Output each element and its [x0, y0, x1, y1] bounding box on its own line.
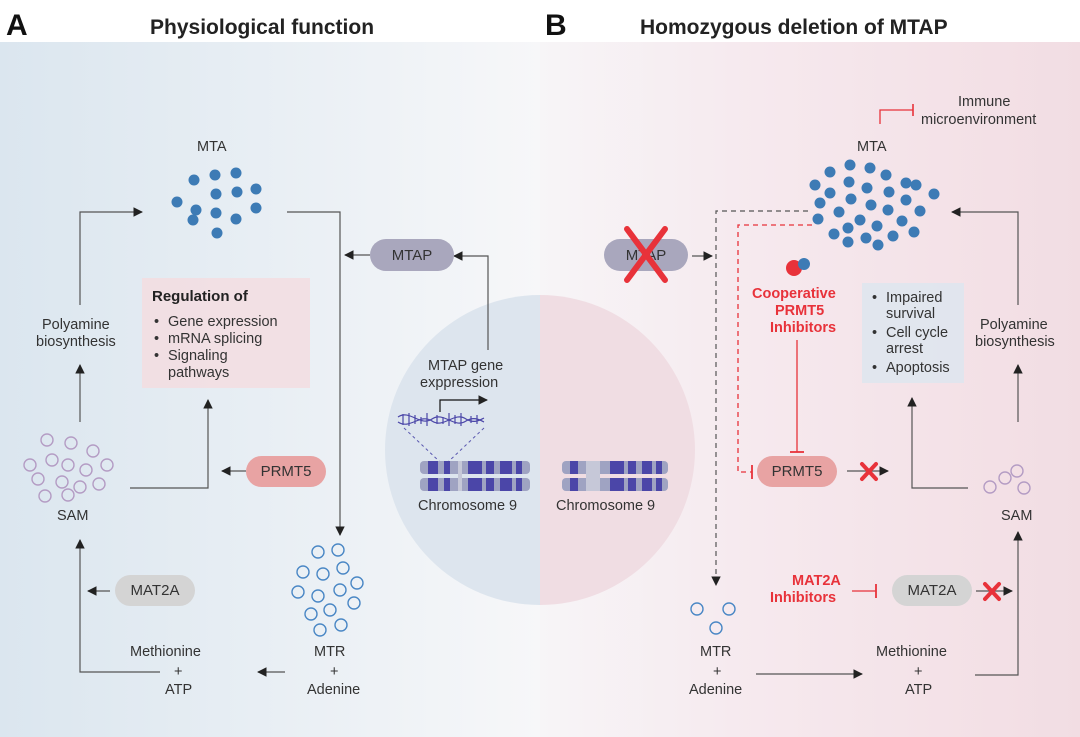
regulation-bullet-1: •	[154, 314, 159, 330]
mat2a-enzyme-a	[115, 575, 195, 606]
polyamine-label-b-1: Polyamine	[980, 317, 1048, 333]
regulation-item-2: mRNA splicing	[168, 331, 262, 347]
red-dashed-mta-inhibits-prmt5	[737, 224, 812, 473]
regulation-box	[142, 278, 310, 388]
gene-expression-label-2: exppression	[420, 375, 498, 391]
effects-item-4: arrest	[886, 341, 923, 357]
sam-cluster-a	[23, 433, 114, 503]
arrow-methionine-to-sam-b	[975, 531, 1023, 676]
effects-item-3: Cell cycle	[886, 325, 948, 341]
arrow-sam-to-regulation	[130, 399, 213, 489]
prmt5-enzyme-b	[757, 456, 837, 487]
mtr-cluster-b	[690, 602, 736, 635]
methionine-label-a: Methionine	[130, 644, 201, 660]
mta-label-a: MTA	[197, 139, 227, 155]
arrow-polyamine-to-mta-b	[951, 207, 1019, 305]
prmt5-label-b: PRMT5	[772, 463, 823, 480]
mtr-label-b: MTR	[700, 644, 731, 660]
effects-item-2: survival	[886, 306, 935, 322]
gene-zoom-lines	[403, 427, 485, 463]
regulation-title: Regulation of	[152, 288, 249, 305]
plus-b-1: +	[713, 664, 721, 680]
mat2a-label-b: MAT2A	[908, 582, 957, 599]
deletion-cross-icon	[624, 226, 668, 283]
atp-label-a: ATP	[165, 682, 192, 698]
arrow-mta-to-mtr-a	[287, 211, 345, 536]
atp-label-b: ATP	[905, 682, 932, 698]
adenine-label-b: Adenine	[689, 682, 742, 698]
mtap-enzyme-a	[370, 239, 454, 271]
regulation-item-4: pathways	[168, 365, 229, 381]
mta-label-b: MTA	[857, 139, 887, 155]
effects-item-1: Impaired	[886, 290, 942, 306]
coop-inhibitor-label-3: Inhibitors	[770, 320, 836, 336]
arrow-methionine-to-sam-a	[75, 539, 160, 673]
mat2a-inhibitor-label-2: Inhibitors	[770, 590, 836, 606]
regulation-bullet-3: •	[154, 348, 159, 364]
panel-b-letter: B	[545, 9, 567, 42]
effects-bullet-3: •	[872, 360, 877, 376]
arrow-sam-to-effects-b	[907, 397, 968, 489]
adenine-label-a: Adenine	[307, 682, 360, 698]
effects-bullet-1: •	[872, 290, 877, 306]
sam-label-a: SAM	[57, 508, 88, 524]
prmt5-label-a: PRMT5	[261, 463, 312, 480]
coop-inhibitor-label-1: Cooperative	[752, 286, 836, 302]
regulation-bullet-2: •	[154, 331, 159, 347]
arrow-gene-to-mtap	[453, 251, 489, 350]
dashed-arrow-mta-to-mtr-b	[711, 210, 808, 586]
mtap-label-a: MTAP	[392, 247, 433, 264]
plus-a-1: +	[174, 664, 182, 680]
chromosome-label-left: Chromosome 9	[418, 498, 517, 514]
title-bar	[0, 0, 1080, 42]
inhibitor-molecule-icon	[786, 258, 810, 276]
prmt5-block-cross-icon	[860, 462, 878, 481]
polyamine-label-a-2: biosynthesis	[36, 334, 116, 350]
chromosome-9-right	[562, 461, 668, 491]
immune-label-2: microenvironment	[921, 112, 1036, 128]
mtr-label-a: MTR	[314, 644, 345, 660]
polyamine-label-b-2: biosynthesis	[975, 334, 1055, 350]
mat2a-block-cross-icon	[983, 582, 1001, 601]
polyamine-label-a-1: Polyamine	[42, 317, 110, 333]
gene-expression-label-1: MTAP gene	[428, 358, 503, 374]
regulation-item-1: Gene expression	[168, 314, 278, 330]
immune-inhibition-line	[879, 109, 913, 124]
mat2a-inhibitor-label-1: MAT2A	[792, 573, 841, 589]
methionine-label-b: Methionine	[876, 644, 947, 660]
panel-b-title: Homozygous deletion of MTAP	[640, 16, 948, 39]
panel-a-letter: A	[6, 9, 28, 42]
mat2a-label-a: MAT2A	[131, 582, 180, 599]
plus-a-2: +	[330, 664, 338, 680]
transcription-arrow	[439, 395, 488, 412]
chromosome-9-left	[420, 461, 530, 491]
mta-cluster-a	[171, 167, 262, 239]
arrow-polyamine-to-mta-a	[79, 207, 143, 305]
immune-label-1: Immune	[958, 94, 1010, 110]
dna-helix-icon	[397, 413, 485, 426]
mta-cluster-b	[809, 159, 940, 251]
coop-inhibitor-label-2: PRMT5	[775, 303, 824, 319]
effects-bullet-2: •	[872, 325, 877, 341]
effects-item-5: Apoptosis	[886, 360, 950, 376]
regulation-item-3: Signaling	[168, 348, 228, 364]
sam-cluster-b	[983, 464, 1031, 495]
plus-b-2: +	[914, 664, 922, 680]
chromosome-label-right: Chromosome 9	[556, 498, 655, 514]
mtr-cluster-a	[291, 543, 364, 637]
prmt5-enzyme-a	[246, 456, 326, 487]
mat2a-enzyme-b	[892, 575, 972, 606]
sam-label-b: SAM	[1001, 508, 1032, 524]
effects-box	[862, 283, 964, 383]
panel-a-title: Physiological function	[150, 16, 374, 39]
